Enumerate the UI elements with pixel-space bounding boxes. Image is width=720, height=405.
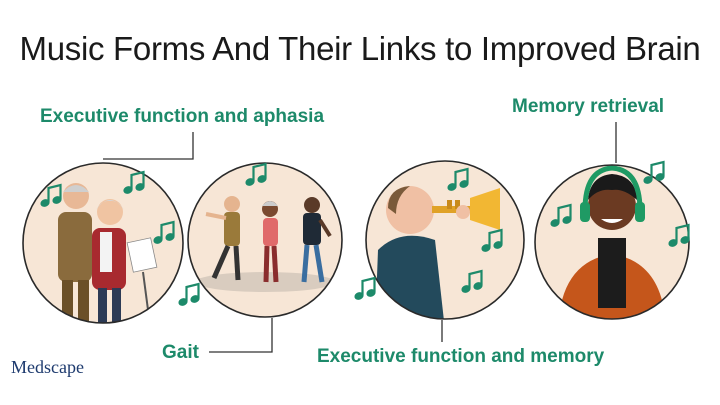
- connector-line-executive-aphasia: [103, 132, 194, 160]
- label-memory-retrieval: Memory retrieval: [512, 96, 665, 117]
- label-executive-function-aphasia: Executive function and aphasia: [40, 106, 325, 127]
- panel-trumpet: [365, 160, 525, 320]
- connector-line-gait: [209, 318, 273, 353]
- label-gait: Gait: [162, 342, 199, 363]
- panel-dancing: [187, 162, 343, 318]
- page-title: Music Forms And Their Links to Improved …: [19, 30, 701, 67]
- music-note-icon: [176, 282, 202, 308]
- music-note-icon: [352, 276, 378, 302]
- label-executive-function-memory: Executive function and memory: [317, 346, 605, 367]
- panel-elderly-couple: [22, 162, 184, 324]
- panel-headphones: [534, 164, 690, 320]
- medscape-logo: Medscape: [11, 357, 84, 377]
